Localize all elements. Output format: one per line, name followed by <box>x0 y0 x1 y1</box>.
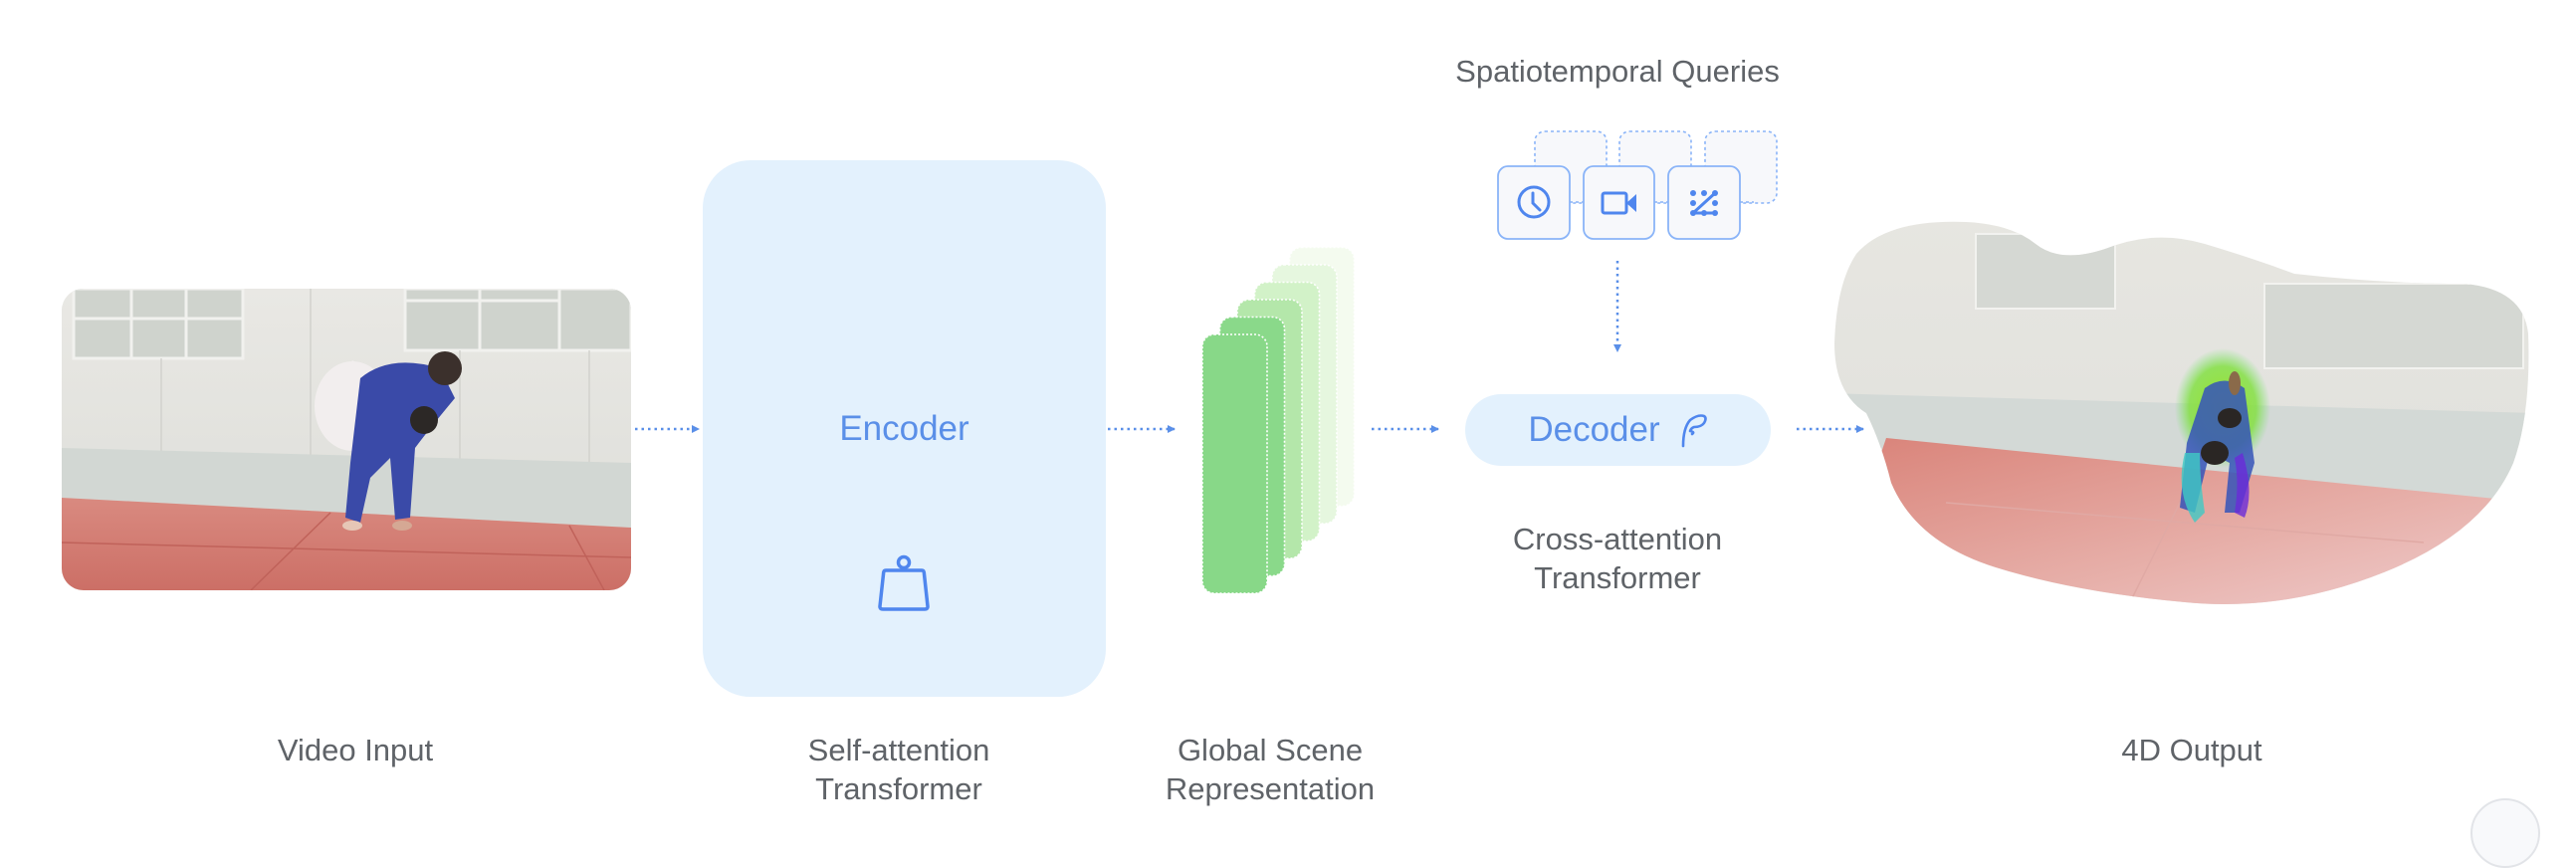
feather-icon <box>1681 414 1707 448</box>
flow-arrows <box>635 261 1864 433</box>
decoder-block: Decoder <box>1465 394 1771 466</box>
round-control-button[interactable] <box>2470 798 2540 868</box>
decoder-caption: Cross-attention Transformer <box>1513 520 1722 597</box>
query-tokens <box>1497 130 1778 240</box>
decoder-title: Decoder <box>1528 410 1660 449</box>
query-token-time <box>1497 165 1571 240</box>
output-4d-scene <box>1834 221 2529 605</box>
decoder-caption-line2: Transformer <box>1534 560 1701 595</box>
video-input-frame <box>62 289 631 590</box>
scene-caption-line2: Representation <box>1165 771 1376 806</box>
video-camera-icon <box>1601 191 1636 215</box>
video-input-label-text: Video Input <box>277 733 434 767</box>
video-input-label: Video Input <box>278 731 433 769</box>
reconstruction-image <box>1834 221 2529 605</box>
query-token-position <box>1667 165 1741 240</box>
point-track-icon <box>1690 190 1718 216</box>
global-scene-stack <box>1201 246 1356 594</box>
encoder-title: Encoder <box>839 409 969 448</box>
scene-caption: Global Scene Representation <box>1166 731 1375 808</box>
encoder-caption: Self-attention Transformer <box>808 731 990 808</box>
scene-caption-line1: Global Scene <box>1177 733 1364 767</box>
encoder-block: Encoder <box>703 160 1106 697</box>
judo-video-frame-image <box>62 289 631 590</box>
output-label-text: 4D Output <box>2121 733 2262 767</box>
weight-icon <box>878 554 930 611</box>
scene-layer <box>1201 333 1268 594</box>
output-label: 4D Output <box>2121 731 2261 769</box>
clock-icon <box>1517 185 1551 219</box>
queries-title: Spatiotemporal Queries <box>1455 54 1780 89</box>
query-token-camera <box>1583 165 1655 240</box>
decoder-caption-line1: Cross-attention <box>1512 522 1723 556</box>
encoder-caption-line2: Transformer <box>815 771 982 806</box>
encoder-caption-line1: Self-attention <box>807 733 990 767</box>
